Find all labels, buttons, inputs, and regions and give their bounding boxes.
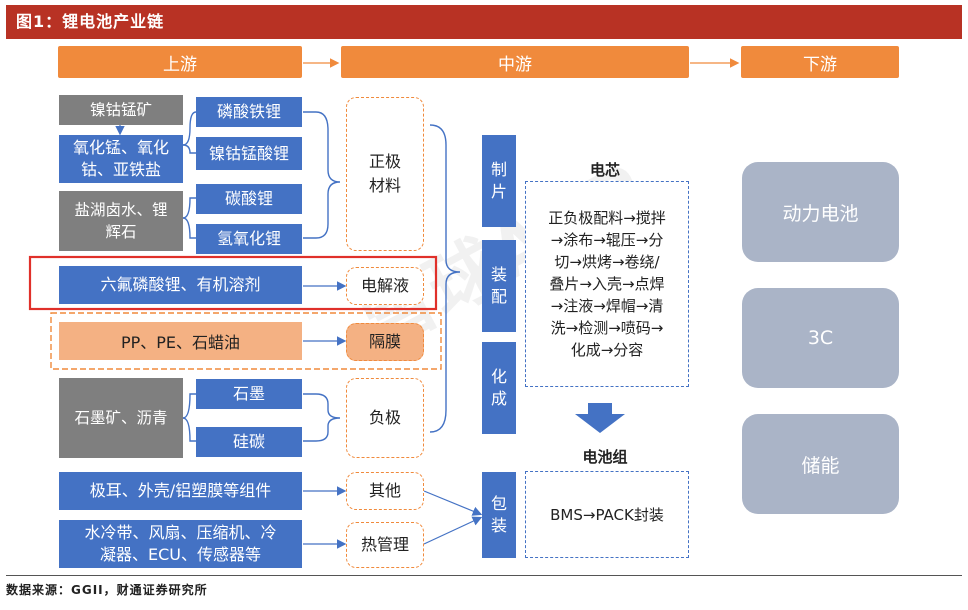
material-silicon-carbon: 硅碳 bbox=[196, 427, 302, 457]
figure-title: 图1：锂电池产业链 bbox=[6, 5, 962, 39]
data-source: 数据来源：GGII，财通证券研究所 bbox=[6, 583, 208, 597]
process-packing: 包 装 bbox=[482, 472, 516, 558]
material-thermal-parts: 水冷带、风扇、压缩机、冷 凝器、ECU、传感器等 bbox=[59, 520, 302, 568]
downstream-ev-battery: 动力电池 bbox=[742, 162, 899, 262]
material-lfp: 磷酸铁锂 bbox=[196, 97, 302, 127]
material-lipf6-solvent: 六氟磷酸锂、有机溶剂 bbox=[59, 266, 302, 304]
material-lithium-hydroxide: 氢氧化锂 bbox=[196, 224, 302, 254]
process-formation: 化 成 bbox=[482, 342, 516, 434]
component-separator: 隔膜 bbox=[346, 323, 424, 361]
process-sheet-making: 制 片 bbox=[482, 135, 516, 227]
footer-divider bbox=[6, 575, 962, 576]
raw-brine-spodumene: 盐湖卤水、锂 辉石 bbox=[59, 191, 183, 251]
pack-process-steps: BMS→PACK封装 bbox=[525, 471, 689, 558]
component-anode: 负极 bbox=[346, 378, 424, 458]
stage-upstream: 上游 bbox=[58, 46, 302, 78]
process-assembly: 装 配 bbox=[482, 240, 516, 332]
material-pp-pe-paraffin: PP、PE、石蜡油 bbox=[59, 322, 302, 360]
downstream-3c: 3C bbox=[742, 288, 899, 388]
raw-nickel-cobalt-manganese-ore: 镍钴锰矿 bbox=[59, 95, 183, 125]
cell-process-steps: 正负极配料→搅拌 →涂布→辊压→分 切→烘烤→卷绕/ 叠片→入壳→点焊 →注液→… bbox=[525, 181, 689, 387]
stage-downstream: 下游 bbox=[741, 46, 899, 78]
component-cathode: 正极 材料 bbox=[346, 97, 424, 251]
downstream-energy-storage: 储能 bbox=[742, 414, 899, 514]
material-ncm: 镍钴锰酸锂 bbox=[196, 137, 302, 170]
cell-heading: 电芯 bbox=[589, 161, 620, 179]
component-thermal: 热管理 bbox=[346, 522, 424, 568]
material-graphite: 石墨 bbox=[196, 379, 302, 409]
component-other: 其他 bbox=[346, 472, 424, 510]
stage-midstream: 中游 bbox=[341, 46, 689, 78]
material-tabs-casing: 极耳、外壳/铝塑膜等组件 bbox=[59, 472, 302, 510]
raw-graphite-ore: 石墨矿、沥青 bbox=[59, 378, 183, 458]
material-lithium-carbonate: 碳酸锂 bbox=[196, 184, 302, 214]
raw-oxides: 氧化锰、氧化 钴、亚铁盐 bbox=[59, 135, 183, 183]
pack-heading: 电池组 bbox=[582, 448, 628, 466]
component-electrolyte: 电解液 bbox=[346, 267, 424, 305]
